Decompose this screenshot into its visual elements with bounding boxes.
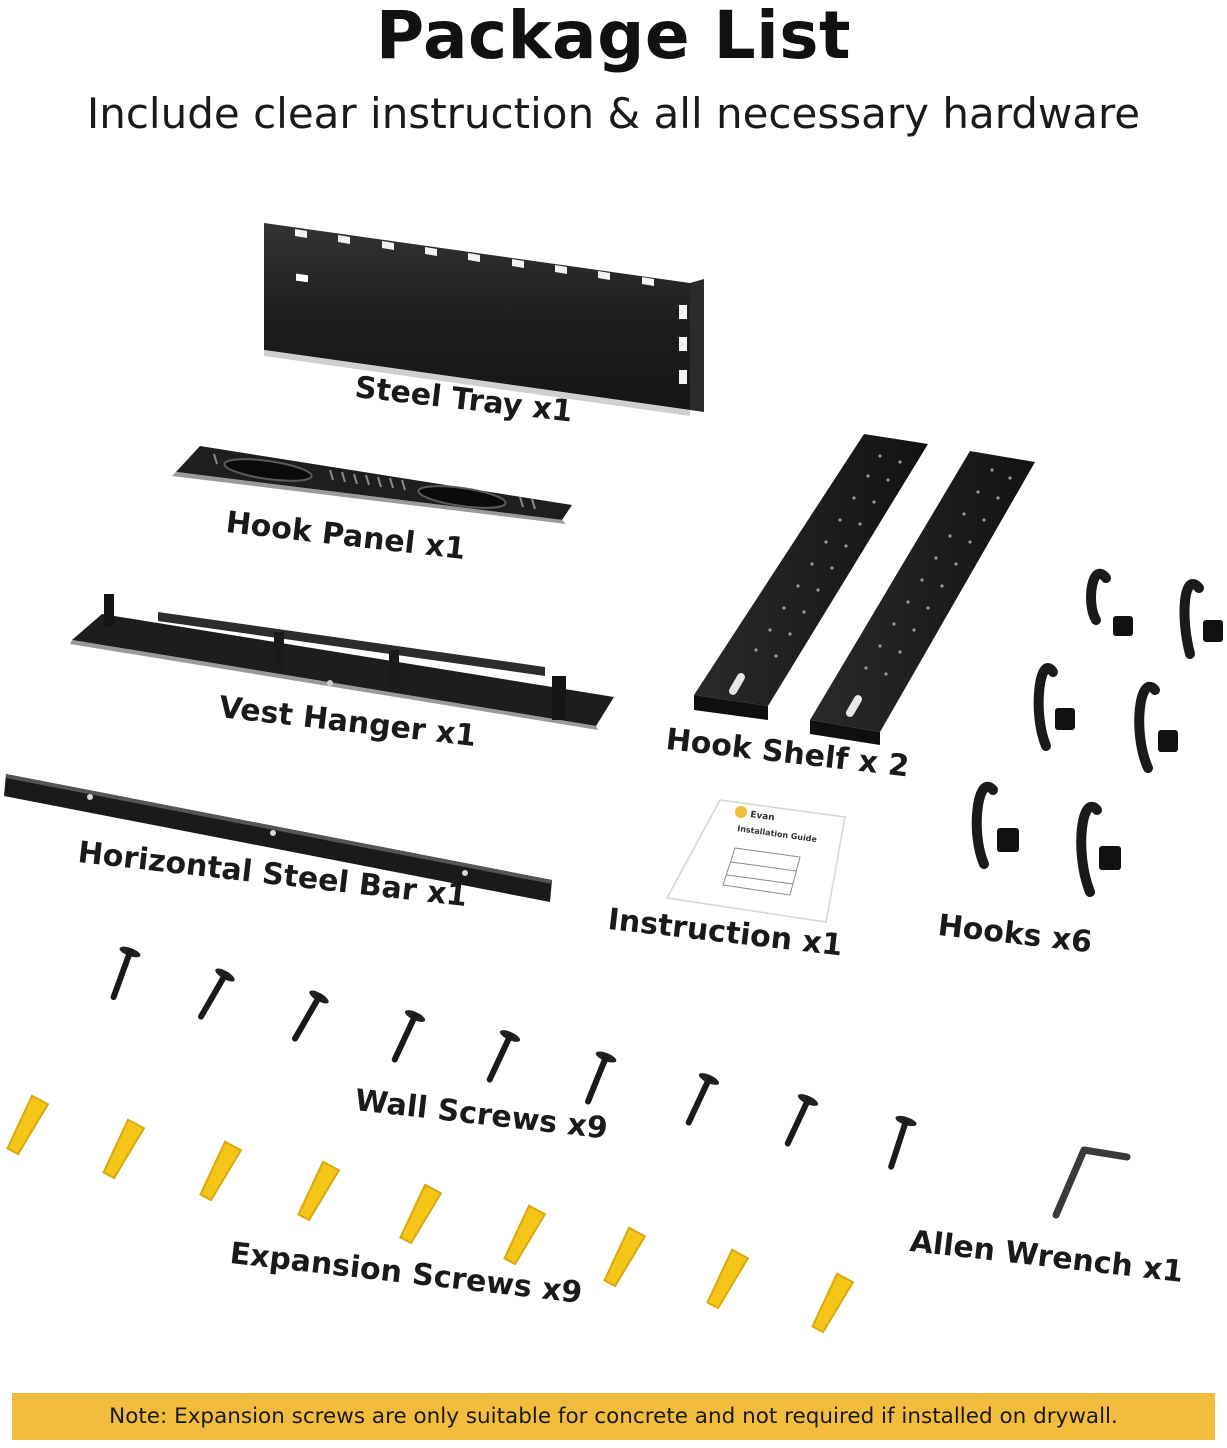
expansion-screws-icon (6, 1094, 855, 1334)
hook-clip-icon (997, 616, 1223, 870)
allen-wrench-icon (1052, 1146, 1131, 1219)
steel-tray-icon (264, 223, 704, 416)
wall-screws-icon (110, 946, 917, 1170)
page-subtitle: Include clear instruction & all necessar… (86, 89, 1141, 138)
instruction-booklet-icon: Evan Installation Guide (665, 799, 846, 923)
hooks-icon (971, 568, 1204, 897)
hook-shelf-icon (694, 434, 1035, 745)
vest-hanger-icon (70, 594, 614, 730)
note-text: Note: Expansion screws are only suitable… (109, 1404, 1118, 1429)
hook-panel-icon (172, 446, 572, 524)
guide-brand-text: Evan (750, 810, 776, 823)
note-banner: Note: Expansion screws are only suitable… (12, 1393, 1215, 1440)
horizontal-steel-bar-icon (4, 774, 552, 902)
page-title: Package List (375, 0, 852, 74)
